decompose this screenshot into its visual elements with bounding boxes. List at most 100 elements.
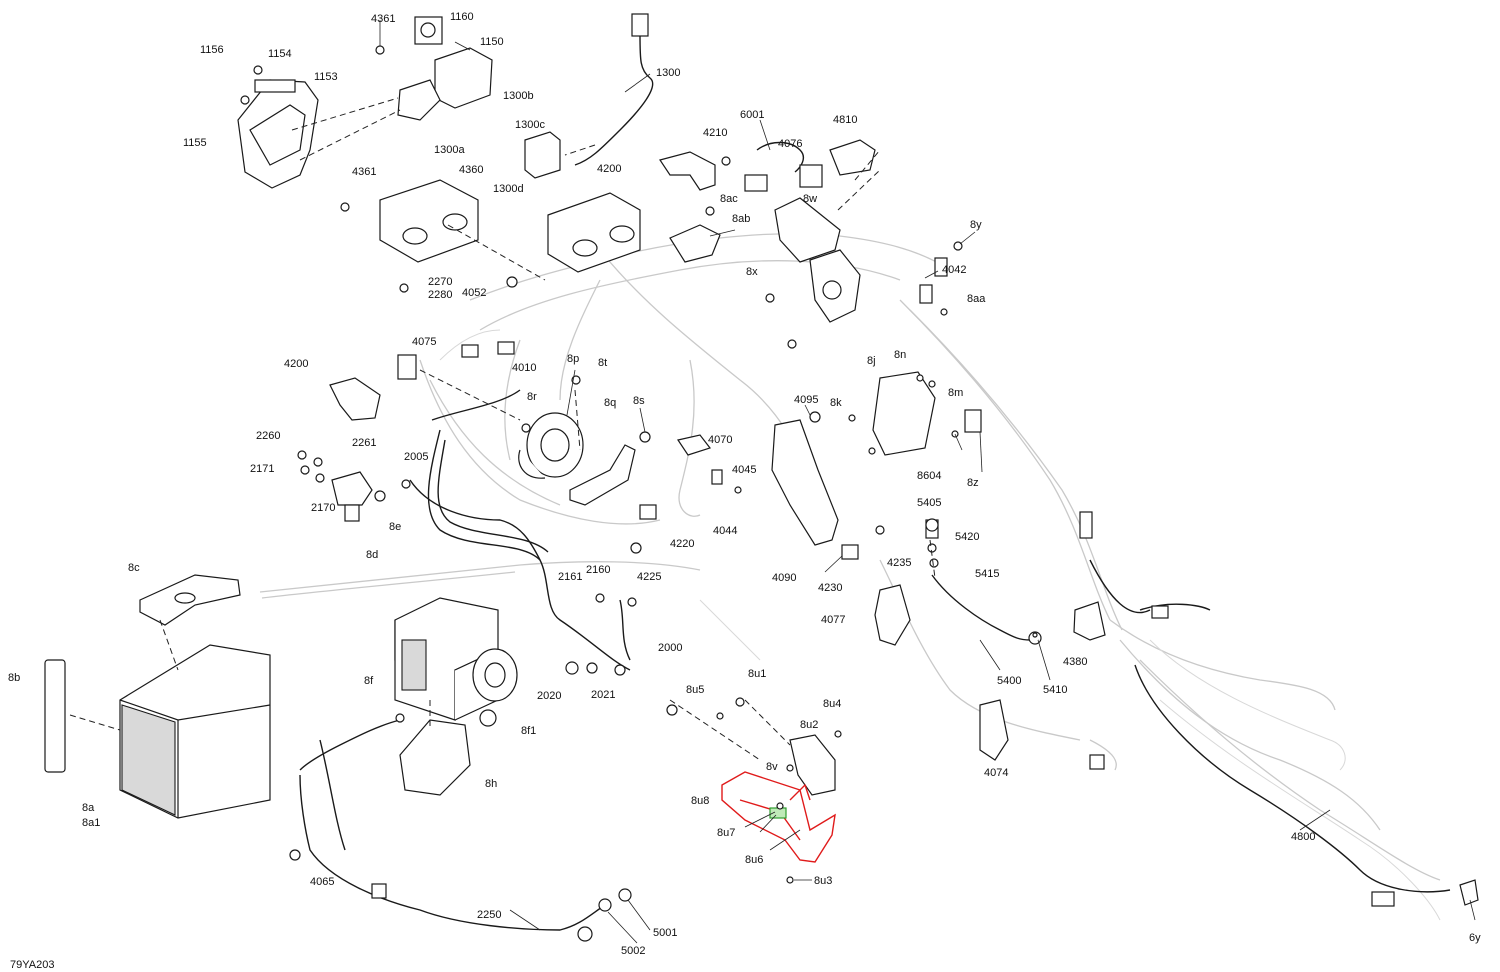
part-callout-5001: 5001: [653, 927, 677, 939]
part-callout-8z: 8z: [967, 477, 979, 489]
part-callout-8k: 8k: [830, 397, 842, 409]
part-callout-4225: 4225: [637, 571, 661, 583]
part-callout-4010: 4010: [512, 362, 536, 374]
part-callout-8x: 8x: [746, 266, 758, 278]
part-callout-4044: 4044: [713, 525, 737, 537]
part-callout-8ab: 8ab: [732, 213, 750, 225]
part-callout-2171: 2171: [250, 463, 274, 475]
harness-ghost: [259, 233, 1441, 921]
figure-id: 79YA203: [10, 959, 54, 971]
part-callout-1154: 1154: [268, 48, 292, 60]
part-callout-8604: 8604: [917, 470, 941, 482]
part-callout-4075: 4075: [412, 336, 436, 348]
part-callout-8q: 8q: [604, 397, 616, 409]
part-callout-4076: 4076: [778, 138, 802, 150]
part-callout-8s: 8s: [633, 395, 645, 407]
part-callout-2161: 2161: [558, 571, 582, 583]
part-callout-4230: 4230: [818, 582, 842, 594]
part-callout-8c: 8c: [128, 562, 140, 574]
part-callout-8e: 8e: [389, 521, 401, 533]
part-callout-5405: 5405: [917, 497, 941, 509]
part-callout-2160: 2160: [586, 564, 610, 576]
part-callout-1160: 1160: [450, 11, 474, 23]
part-callout-8ac: 8ac: [720, 193, 738, 205]
leader-lines: [379, 20, 1476, 944]
part-callout-1150: 1150: [480, 36, 504, 48]
part-callout-8u4: 8u4: [823, 698, 841, 710]
part-callout-8m: 8m: [948, 387, 963, 399]
part-callout-2270: 2270: [428, 276, 452, 288]
part-callout-4810: 4810: [833, 114, 857, 126]
part-callout-4045: 4045: [732, 464, 756, 476]
part-callout-4090: 4090: [772, 572, 796, 584]
part-callout-4361: 4361: [352, 166, 376, 178]
part-callout-8f1: 8f1: [521, 725, 536, 737]
part-callout-1156: 1156: [200, 44, 224, 56]
part-callout-6001: 6001: [740, 109, 764, 121]
part-callout-8aa: 8aa: [967, 293, 986, 305]
part-callout-2260: 2260: [256, 430, 280, 442]
part-callout-4380: 4380: [1063, 656, 1087, 668]
part-callout-5400: 5400: [997, 675, 1021, 687]
part-callout-8n: 8n: [894, 349, 906, 361]
part-callout-2021: 2021: [591, 689, 615, 701]
part-callout-1155: 1155: [183, 137, 207, 149]
part-callout-1300a: 1300a: [434, 144, 465, 156]
part-callout-2170: 2170: [311, 502, 335, 514]
part-callout-4200: 4200: [284, 358, 308, 370]
part-callout-4800: 4800: [1291, 831, 1315, 843]
part-callout-4065: 4065: [310, 876, 334, 888]
part-callout-4042: 4042: [942, 264, 966, 276]
part-callout-8r: 8r: [527, 391, 537, 403]
part-callout-4360: 4360: [459, 164, 483, 176]
part-callout-2000: 2000: [658, 642, 682, 654]
part-callout-1300: 1300: [656, 67, 680, 79]
part-callout-8u3: 8u3: [814, 875, 832, 887]
part-callout-1300b: 1300b: [503, 90, 534, 102]
part-callout-8d: 8d: [366, 549, 378, 561]
assembly-lines: [69, 97, 936, 761]
part-callout-8f: 8f: [364, 675, 374, 687]
part-callout-5002: 5002: [621, 945, 645, 957]
part-callout-5415: 5415: [975, 568, 999, 580]
part-callout-2261: 2261: [352, 437, 376, 449]
part-callout-8u5: 8u5: [686, 684, 704, 696]
part-callout-8a1: 8a1: [82, 817, 100, 829]
part-callout-5420: 5420: [955, 531, 979, 543]
part-callout-8v: 8v: [766, 761, 778, 773]
part-callout-8j: 8j: [867, 355, 876, 367]
part-callout-8u1: 8u1: [748, 668, 766, 680]
part-callout-8b: 8b: [8, 672, 20, 684]
part-callout-6y: 6y: [1469, 932, 1481, 944]
part-callout-4052: 4052: [462, 287, 486, 299]
part-callout-2005: 2005: [404, 451, 428, 463]
part-callout-4077: 4077: [821, 614, 845, 626]
part-callout-4361: 4361: [371, 13, 395, 25]
part-callout-8w: 8w: [803, 193, 817, 205]
part-callout-4220: 4220: [670, 538, 694, 550]
part-callout-4235: 4235: [887, 557, 911, 569]
part-callout-2250: 2250: [477, 909, 501, 921]
part-callout-8u2: 8u2: [800, 719, 818, 731]
part-callout-1300c: 1300c: [515, 119, 545, 131]
part-callout-2020: 2020: [537, 690, 561, 702]
part-callout-5410: 5410: [1043, 684, 1067, 696]
part-callout-8h: 8h: [485, 778, 497, 790]
part-callout-8y: 8y: [970, 219, 982, 231]
part-callout-4095: 4095: [794, 394, 818, 406]
part-callout-4200: 4200: [597, 163, 621, 175]
part-callout-8u6: 8u6: [745, 854, 763, 866]
part-callout-4210: 4210: [703, 127, 727, 139]
part-callout-2280: 2280: [428, 289, 452, 301]
part-callout-8p: 8p: [567, 353, 579, 365]
part-callout-8a: 8a: [82, 802, 95, 814]
part-callout-1300d: 1300d: [493, 183, 524, 195]
part-callout-4074: 4074: [984, 767, 1008, 779]
part-callout-8u8: 8u8: [691, 795, 709, 807]
part-callout-8u7: 8u7: [717, 827, 735, 839]
components: [44, 13, 1479, 942]
part-callout-8t: 8t: [598, 357, 607, 369]
part-callout-4070: 4070: [708, 434, 732, 446]
